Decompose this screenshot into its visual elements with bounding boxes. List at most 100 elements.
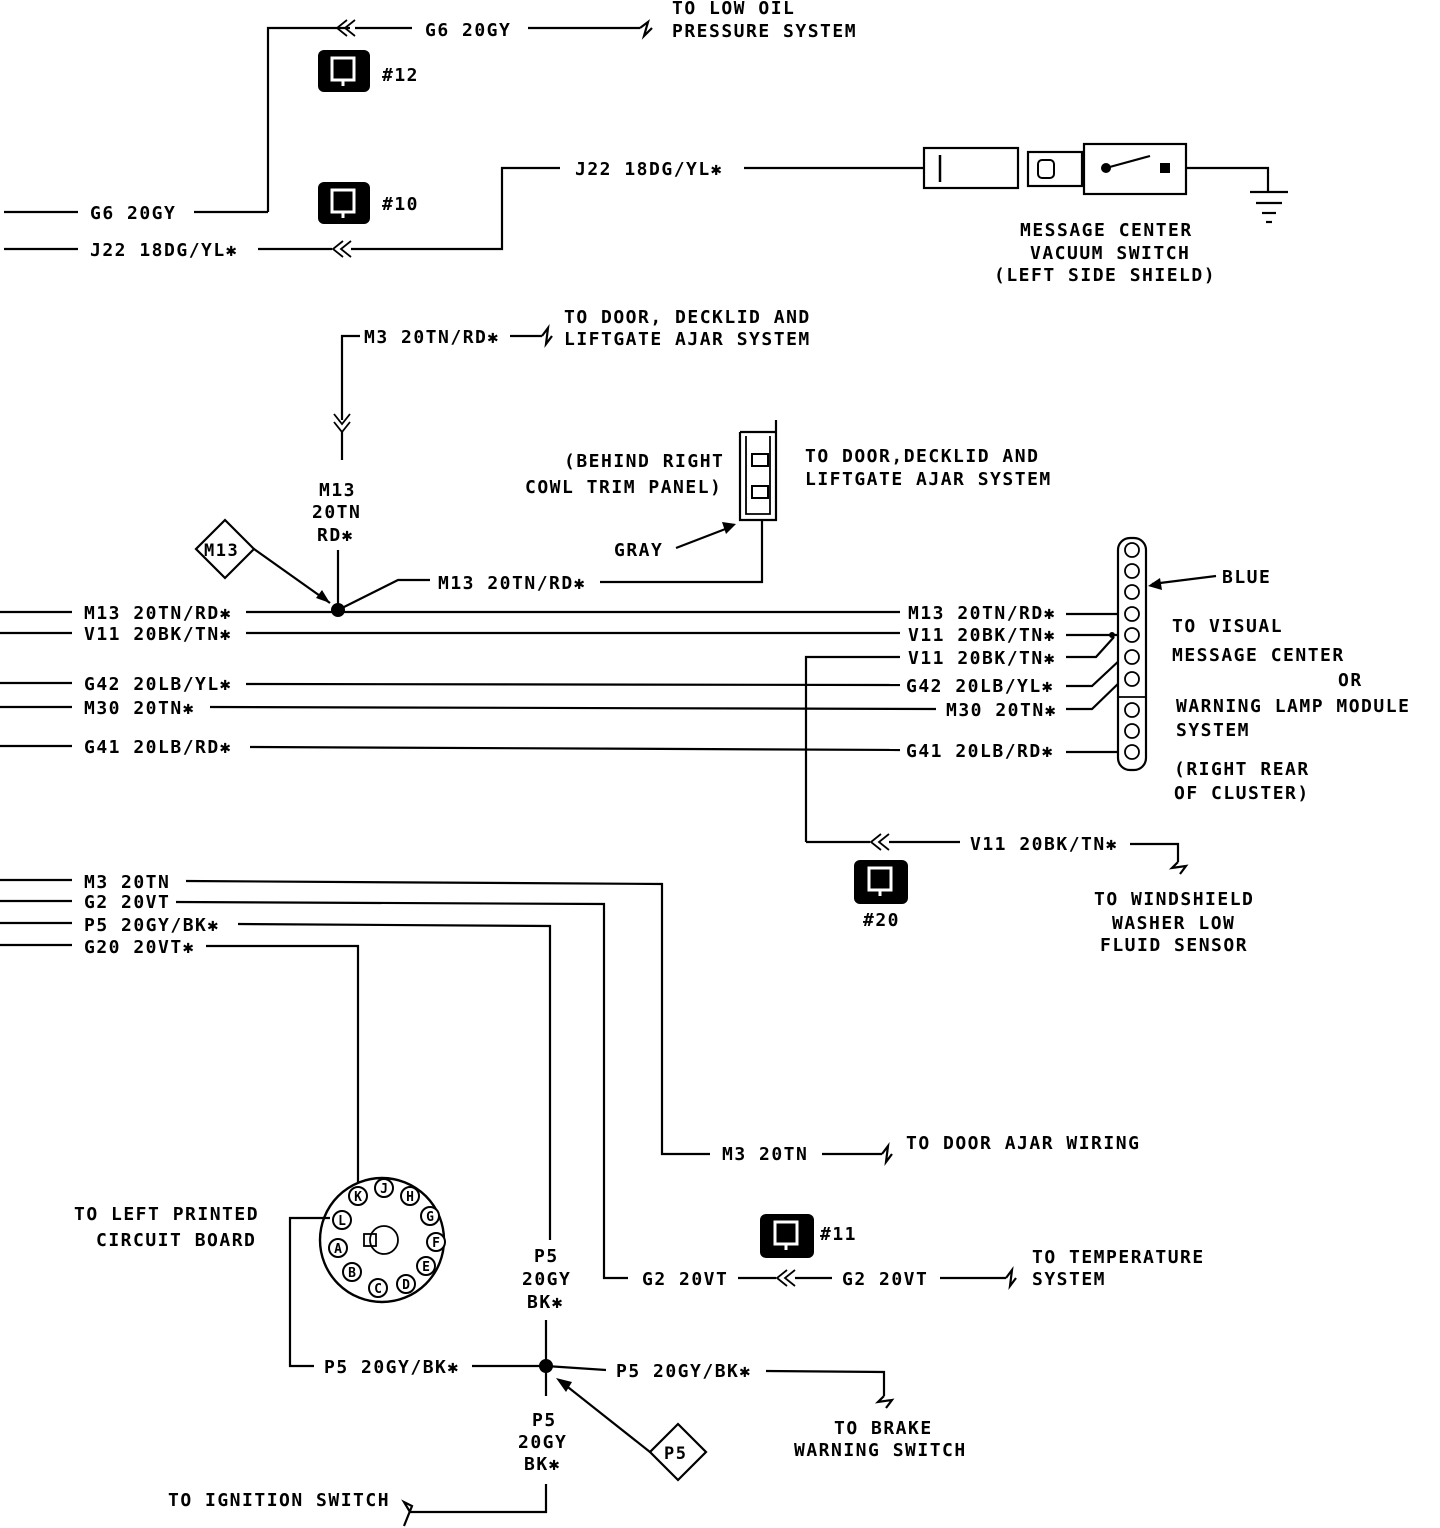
- wire-label-g42-right: G42 20LB/YL✱: [906, 676, 1054, 697]
- wire-label-g42-left: G42 20LB/YL✱: [84, 674, 232, 695]
- m13-splice-area: M3 20TN/RD✱ TO DOOR, DECKLID AND LIFTGAT…: [194, 307, 1052, 617]
- plug-pin: [342, 1262, 362, 1282]
- wire-label-p5-vert-top-2: 20GY: [522, 1269, 571, 1290]
- callout-visual-4: WARNING LAMP MODULE: [1176, 696, 1410, 717]
- wire-label-m3-right: M3 20TN: [722, 1144, 808, 1165]
- connector-12-label: #12: [382, 65, 419, 86]
- connector-20: #20: [854, 860, 908, 931]
- callout-vacuum-1: MESSAGE CENTER: [1020, 220, 1193, 241]
- callout-visual-6: (RIGHT REAR: [1174, 759, 1310, 780]
- lower-bus: M3 20TN M3 20TN TO DOOR AJAR WIRING G2 2…: [0, 872, 1205, 1366]
- wire-label-p5-vert-top-1: P5: [534, 1246, 559, 1267]
- callout-visual-3: OR: [1338, 670, 1363, 691]
- plug-pin: [348, 1186, 368, 1206]
- plug-pin: [332, 1210, 352, 1230]
- callout-door-ajar-top-1: TO DOOR, DECKLID AND: [564, 307, 811, 328]
- wire-label-v11-lower: V11 20BK/TN✱: [970, 834, 1118, 855]
- wire-label-p5-left: P5 20GY/BK✱: [84, 915, 220, 936]
- plug-pin-label: D: [402, 1278, 410, 1293]
- wire-label-g6-left: G6 20GY: [90, 203, 176, 224]
- splice-tag-m13: M13: [204, 541, 239, 561]
- plug-pin: [328, 1238, 348, 1258]
- wire-label-m13-vert-1: M13: [319, 480, 356, 501]
- plug-pin: [368, 1278, 388, 1298]
- wire-label-m13-vert-2: 20TN: [312, 502, 361, 523]
- callout-brake-1: TO BRAKE: [834, 1418, 933, 1439]
- wire-label-v11-right-a: V11 20BK/TN✱: [908, 625, 1056, 646]
- plug-pin: [396, 1274, 416, 1294]
- callout-visual-7: OF CLUSTER): [1174, 783, 1310, 804]
- callout-behind-cowl-2: COWL TRIM PANEL): [525, 477, 722, 498]
- callout-left-pcb-1: TO LEFT PRINTED: [74, 1204, 259, 1225]
- callout-vacuum-3: (LEFT SIDE SHIELD): [994, 265, 1216, 286]
- splice-tag-p5: P5: [664, 1444, 687, 1464]
- callout-blue: BLUE: [1222, 567, 1271, 588]
- callout-visual-5: SYSTEM: [1176, 720, 1250, 741]
- wire-label-p5-vert-bottom-2: 20GY: [518, 1432, 567, 1453]
- wire-label-m13-vert-3: RD✱: [317, 525, 354, 546]
- plug-pin-label: J: [380, 1182, 388, 1197]
- plug-pin-label: B: [348, 1266, 356, 1281]
- callout-ignition: TO IGNITION SWITCH: [168, 1490, 390, 1511]
- callout-visual-2: MESSAGE CENTER: [1172, 645, 1345, 666]
- callout-washer-1: TO WINDSHIELD: [1094, 889, 1254, 910]
- wire-label-p5-vert-bottom-3: BK✱: [524, 1454, 561, 1475]
- callout-door-ajar-conn-1: TO DOOR,DECKLID AND: [805, 446, 1039, 467]
- plug-pin-label: E: [422, 1260, 430, 1275]
- plug-pin: [416, 1256, 436, 1276]
- plug-pin: [426, 1232, 446, 1252]
- wire-label-p5-vert-bottom-1: P5: [532, 1410, 557, 1431]
- wire-label-v11-left: V11 20BK/TN✱: [84, 624, 232, 645]
- plug-pin-label: H: [406, 1190, 414, 1205]
- plug-pin-label: G: [426, 1210, 434, 1225]
- wire-label-p5-vert-top-3: BK✱: [527, 1292, 564, 1313]
- callout-visual-1: TO VISUAL: [1172, 616, 1283, 637]
- callout-behind-cowl-1: (BEHIND RIGHT: [564, 451, 724, 472]
- callout-left-pcb-2: CIRCUIT BOARD: [96, 1230, 256, 1251]
- plug-pin: [400, 1186, 420, 1206]
- callout-brake-2: WARNING SWITCH: [794, 1440, 967, 1461]
- callout-washer-3: FLUID SENSOR: [1100, 935, 1248, 956]
- g6-circuit: G6 20GY TO LOW OIL PRESSURE SYSTEM G6 20…: [4, 0, 857, 224]
- wire-label-m13-right: M13 20TN/RD✱: [908, 603, 1056, 624]
- plug-pin: [420, 1206, 440, 1226]
- callout-temperature-1: TO TEMPERATURE: [1032, 1247, 1205, 1268]
- callout-gray: GRAY: [614, 540, 663, 561]
- wire-label-j22-right: J22 18DG/YL✱: [575, 159, 723, 180]
- connector-10: #10: [318, 182, 418, 224]
- connector-11-label: #11: [820, 1224, 857, 1245]
- wire-label-m3-top: M3 20TN/RD✱: [364, 327, 500, 348]
- j22-circuit: J22 18DG/YL✱ J22 18DG/YL✱ MESSAGE CENTER…: [4, 142, 1288, 286]
- wire-label-m30-right: M30 20TN✱: [946, 700, 1057, 721]
- wire-label-g20-left: G20 20VT✱: [84, 937, 195, 958]
- callout-door-ajar-conn-2: LIFTGATE AJAR SYSTEM: [805, 469, 1052, 490]
- connector-20-label: #20: [863, 910, 900, 931]
- wire-label-g41-right: G41 20LB/RD✱: [906, 741, 1054, 762]
- p5-splice-area: P5 20GY/BK✱ TO BRAKE WARNING SWITCH P5 2…: [168, 1359, 967, 1527]
- wire-label-p5-lower-left: P5 20GY/BK✱: [324, 1357, 460, 1378]
- wire-label-m13-branch: M13 20TN/RD✱: [438, 573, 586, 594]
- plug-pin-label: A: [334, 1242, 342, 1257]
- plug-pin: [374, 1178, 394, 1198]
- wire-label-m13-left: M13 20TN/RD✱: [84, 603, 232, 624]
- callout-door-ajar-wiring: TO DOOR AJAR WIRING: [906, 1133, 1140, 1154]
- wire-label-g2-left: G2 20VT: [84, 892, 170, 913]
- wire-label-g2-mid: G2 20VT: [642, 1269, 728, 1290]
- wire-label-p5-lower-right: P5 20GY/BK✱: [616, 1361, 752, 1382]
- plug-pin-label: K: [354, 1190, 362, 1205]
- connector-12: #12: [318, 50, 419, 92]
- wire-label-m3-left: M3 20TN: [84, 872, 170, 893]
- plug-pin-label: L: [338, 1214, 346, 1229]
- callout-low-oil-2: PRESSURE SYSTEM: [672, 21, 857, 42]
- callout-door-ajar-top-2: LIFTGATE AJAR SYSTEM: [564, 329, 811, 350]
- callout-washer-2: WASHER LOW: [1112, 913, 1235, 934]
- wire-label-g6-top: G6 20GY: [425, 20, 511, 41]
- wire-label-j22-left: J22 18DG/YL✱: [90, 240, 238, 261]
- wire-label-v11-right-b: V11 20BK/TN✱: [908, 648, 1056, 669]
- plug-pin-label: F: [432, 1236, 440, 1251]
- wire-label-g41-left: G41 20LB/RD✱: [84, 737, 232, 758]
- connector-11: #11: [760, 1214, 857, 1258]
- blue-connector: [1116, 536, 1148, 772]
